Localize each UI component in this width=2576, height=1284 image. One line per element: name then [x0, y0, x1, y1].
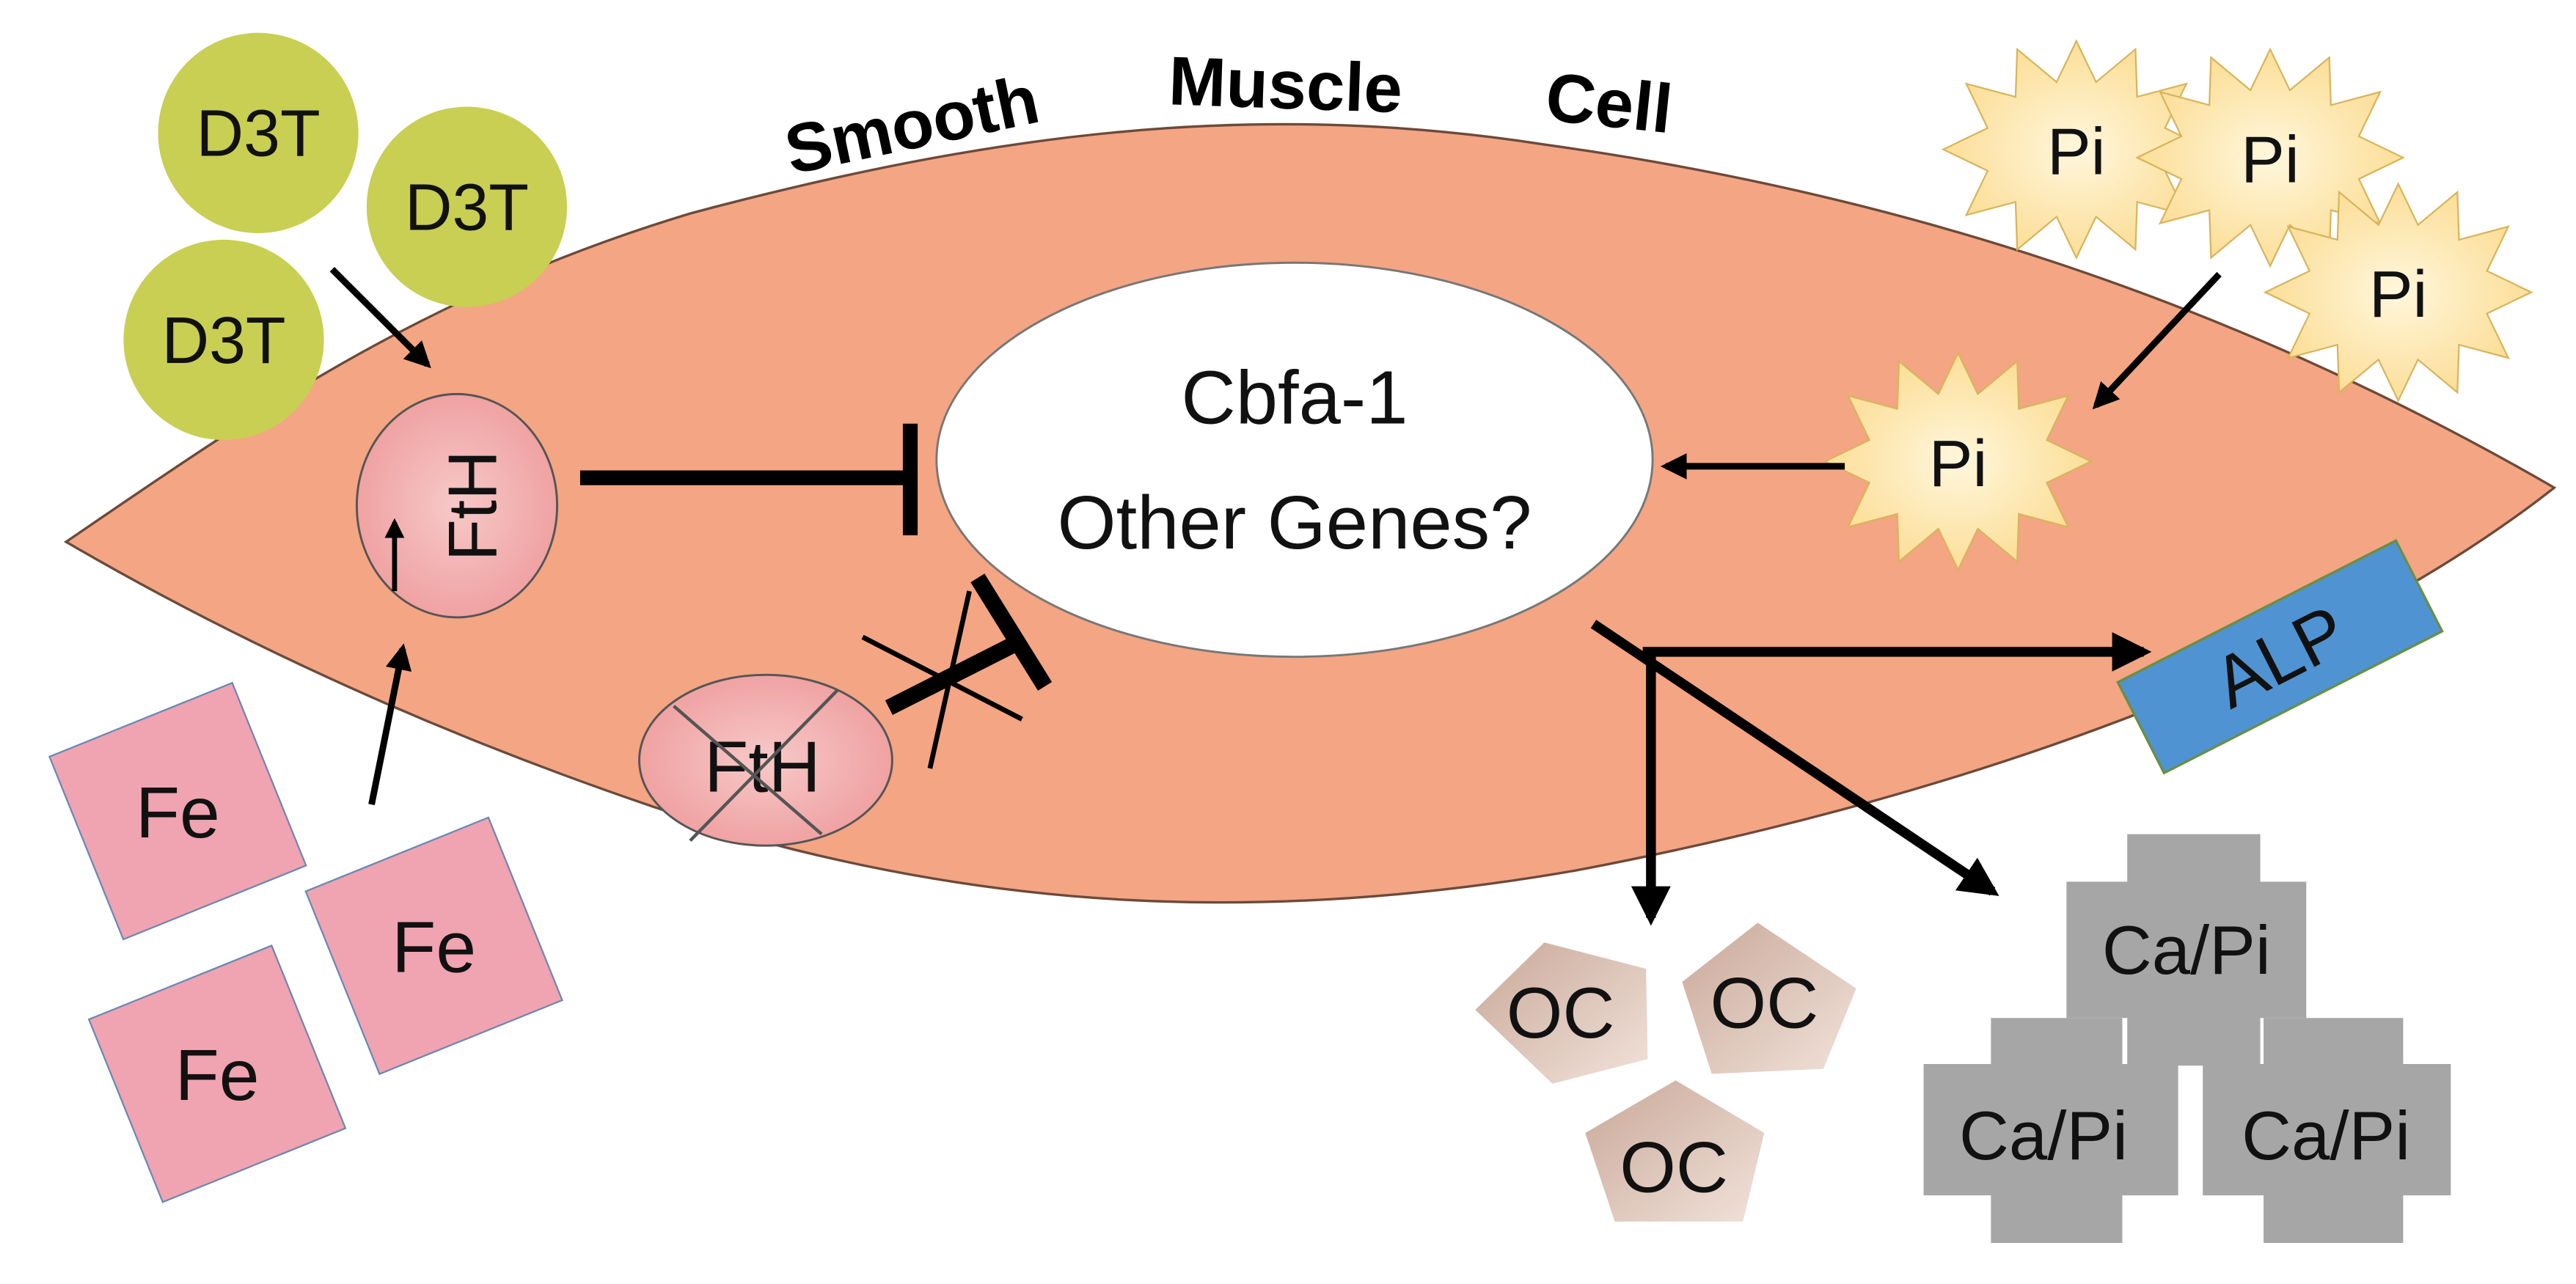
d3t-to-fth-arrow: [329, 267, 431, 369]
nucleus-line-cbfa1: Cbfa-1: [1181, 356, 1408, 440]
fth-ko-inhibition-bar: [970, 573, 1053, 691]
fth-ko-inhibition-line: [885, 634, 1022, 716]
pi-entry-arrow: [2092, 271, 2222, 410]
nucleus-output-line: [1590, 620, 1999, 896]
fe-square: [87, 944, 347, 1203]
cross-out-icon: [689, 688, 840, 843]
nucleus-ellipse: [935, 261, 1654, 658]
pi-label: Pi: [2047, 114, 2106, 188]
oc-label: OC: [1710, 963, 1818, 1043]
pi-group: Pi Pi Pi Pi: [1823, 39, 2533, 572]
d3t-label: D3T: [405, 170, 529, 243]
pi-starburst: [1823, 351, 2093, 572]
title-word-cell: Cell: [1543, 58, 1676, 147]
oc-label: OC: [1507, 972, 1615, 1053]
capi-label: Ca/Pi: [2102, 911, 2271, 988]
fth-upregulated: FtH: [355, 392, 559, 619]
oc-label: OC: [1620, 1127, 1728, 1208]
fth-label-rotated: FtH: [434, 450, 511, 561]
oc-pentagon: [1682, 922, 1856, 1074]
capi-cross: [2066, 834, 2307, 1066]
pi-starburst: [2135, 47, 2405, 268]
d3t-circle: [123, 239, 324, 441]
fe-group: Fe Fe Fe: [48, 681, 564, 1203]
d3t-label: D3T: [161, 304, 285, 377]
pi-starburst: [2263, 182, 2533, 403]
fth-knockout: FtH: [638, 673, 893, 847]
pi-label: Pi: [2241, 123, 2299, 197]
nucleus: Cbfa-1 Other Genes?: [935, 261, 1654, 658]
fe-square: [304, 816, 564, 1076]
oc-pentagon: [1585, 1080, 1765, 1222]
cross-out-icon: [673, 705, 823, 836]
inhibition-cross-icon: [861, 634, 1023, 722]
inhibition-cross-icon: [927, 590, 972, 769]
oc-group: OC OC OC: [1475, 922, 1856, 1222]
d3t-circle: [158, 32, 359, 233]
pi-label: Pi: [1929, 427, 1988, 500]
pathway-arrows: [329, 267, 2222, 926]
fth-ellipse: [355, 392, 559, 619]
fe-to-fth-arrow: [368, 643, 412, 806]
capi-group: Ca/Pi Ca/Pi Ca/Pi: [1923, 834, 2451, 1244]
pi-label: Pi: [2369, 257, 2428, 331]
capi-label: Ca/Pi: [1959, 1097, 2128, 1174]
d3t-circle: [366, 106, 568, 307]
d3t-group: D3T D3T D3T: [123, 32, 568, 441]
fth-ellipse: [638, 673, 893, 847]
capi-cross: [2203, 1018, 2451, 1244]
capi-cross: [1923, 1018, 2178, 1244]
title-word-muscle: Muscle: [1168, 42, 1404, 127]
fe-label: Fe: [136, 772, 220, 853]
fe-label: Fe: [175, 1035, 260, 1115]
capi-label: Ca/Pi: [2242, 1097, 2410, 1174]
oc-pentagon: [1475, 942, 1648, 1084]
nucleus-line-other-genes: Other Genes?: [1057, 480, 1532, 565]
d3t-label: D3T: [196, 97, 320, 170]
fe-label: Fe: [392, 907, 476, 988]
pi-starburst: [1941, 39, 2211, 260]
alp-rect: [2116, 538, 2444, 775]
fe-square: [48, 681, 307, 941]
